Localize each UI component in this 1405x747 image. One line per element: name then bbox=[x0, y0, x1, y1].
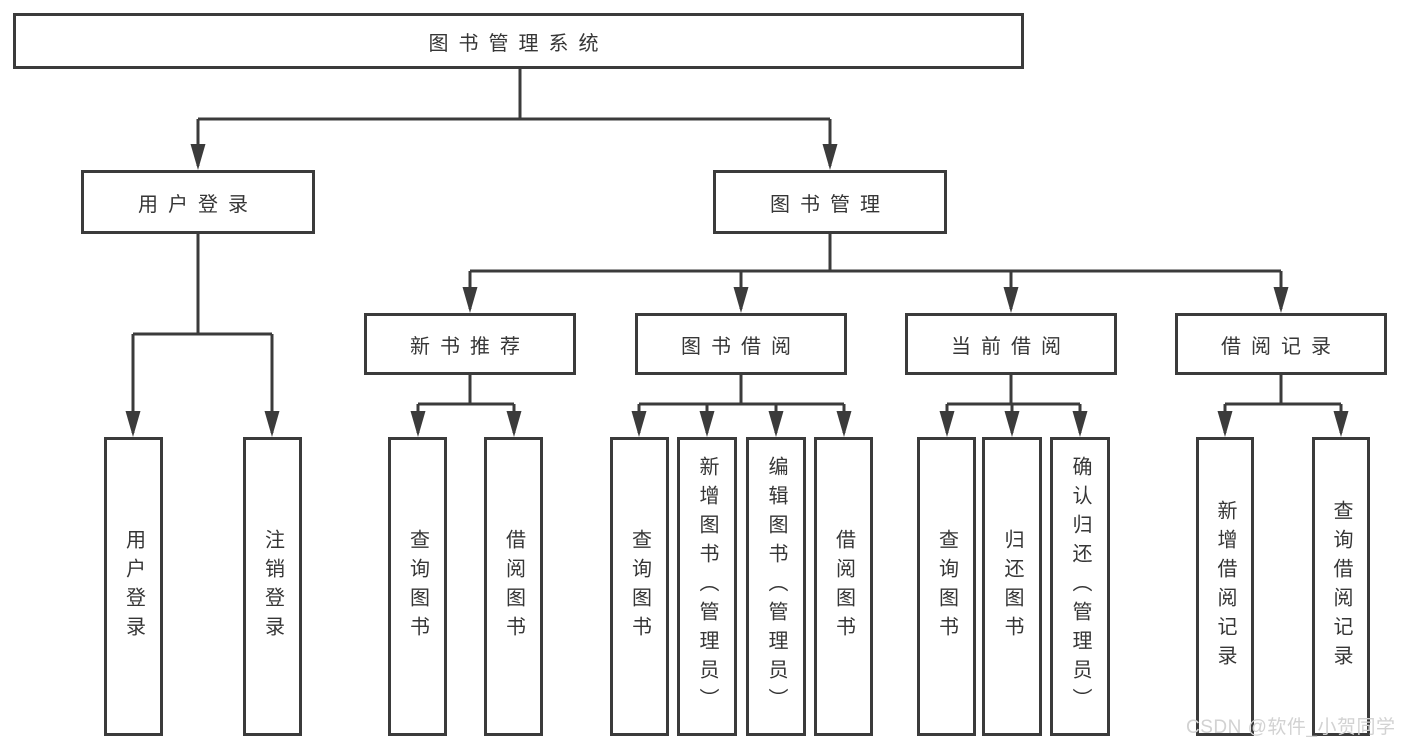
arrowhead-icon bbox=[631, 411, 647, 437]
node-new-book-recommend: 新书推荐 bbox=[364, 313, 576, 375]
node-book-management: 图书管理 bbox=[713, 170, 947, 234]
node-user-login: 用户登录 bbox=[81, 170, 315, 234]
leaf-records-query-record: 查询借阅记录 bbox=[1312, 437, 1370, 736]
edge-records-to-leaves bbox=[1223, 375, 1343, 433]
arrowhead-icon bbox=[768, 411, 784, 437]
leaf-borrow-edit-books-admin: 编辑图书（管理员） bbox=[746, 437, 806, 736]
arrowhead-icon bbox=[836, 411, 852, 437]
leaf-current-return-books: 归还图书 bbox=[982, 437, 1042, 736]
leaf-logout: 注销登录 bbox=[243, 437, 302, 736]
node-book-borrow: 图书借阅 bbox=[635, 313, 847, 375]
arrowhead-icon bbox=[1072, 411, 1088, 437]
arrowheads bbox=[125, 144, 1349, 437]
leaf-borrow-query-books: 查询图书 bbox=[610, 437, 669, 736]
leaf-borrow-borrow-books: 借阅图书 bbox=[814, 437, 873, 736]
arrowhead-icon bbox=[1217, 411, 1233, 437]
edge-user-login-to-leaves bbox=[131, 234, 274, 433]
leaf-recommend-borrow-books: 借阅图书 bbox=[484, 437, 543, 736]
edge-recommend-to-leaves bbox=[416, 375, 516, 433]
arrowhead-icon bbox=[1273, 287, 1289, 313]
arrowhead-icon bbox=[822, 144, 838, 170]
node-borrow-records: 借阅记录 bbox=[1175, 313, 1387, 375]
arrowhead-icon bbox=[1004, 411, 1020, 437]
arrowhead-icon bbox=[1333, 411, 1349, 437]
node-current-borrow: 当前借阅 bbox=[905, 313, 1117, 375]
node-library-management-system: 图书管理系统 bbox=[13, 13, 1024, 69]
arrowhead-icon bbox=[1003, 287, 1019, 313]
arrowhead-icon bbox=[410, 411, 426, 437]
leaf-borrow-add-books-admin: 新增图书（管理员） bbox=[677, 437, 737, 736]
arrowhead-icon bbox=[190, 144, 206, 170]
leaf-current-query-books: 查询图书 bbox=[917, 437, 976, 736]
arrowhead-icon bbox=[264, 411, 280, 437]
arrowhead-icon bbox=[462, 287, 478, 313]
arrowhead-icon bbox=[939, 411, 955, 437]
leaf-records-add-record: 新增借阅记录 bbox=[1196, 437, 1254, 736]
edge-root-to-level1 bbox=[196, 68, 832, 166]
arrowhead-icon bbox=[506, 411, 522, 437]
leaf-current-confirm-return-admin: 确认归还（管理员） bbox=[1050, 437, 1110, 736]
arrowhead-icon bbox=[733, 287, 749, 313]
leaf-user-login: 用户登录 bbox=[104, 437, 163, 736]
edge-book-management-to-level2 bbox=[468, 234, 1283, 309]
arrowhead-icon bbox=[699, 411, 715, 437]
csdn-watermark: CSDN @软件_小贺同学 bbox=[1186, 717, 1396, 738]
leaf-recommend-query-books: 查询图书 bbox=[388, 437, 447, 736]
edge-borrow-to-leaves bbox=[637, 375, 846, 433]
arrowhead-icon bbox=[125, 411, 141, 437]
